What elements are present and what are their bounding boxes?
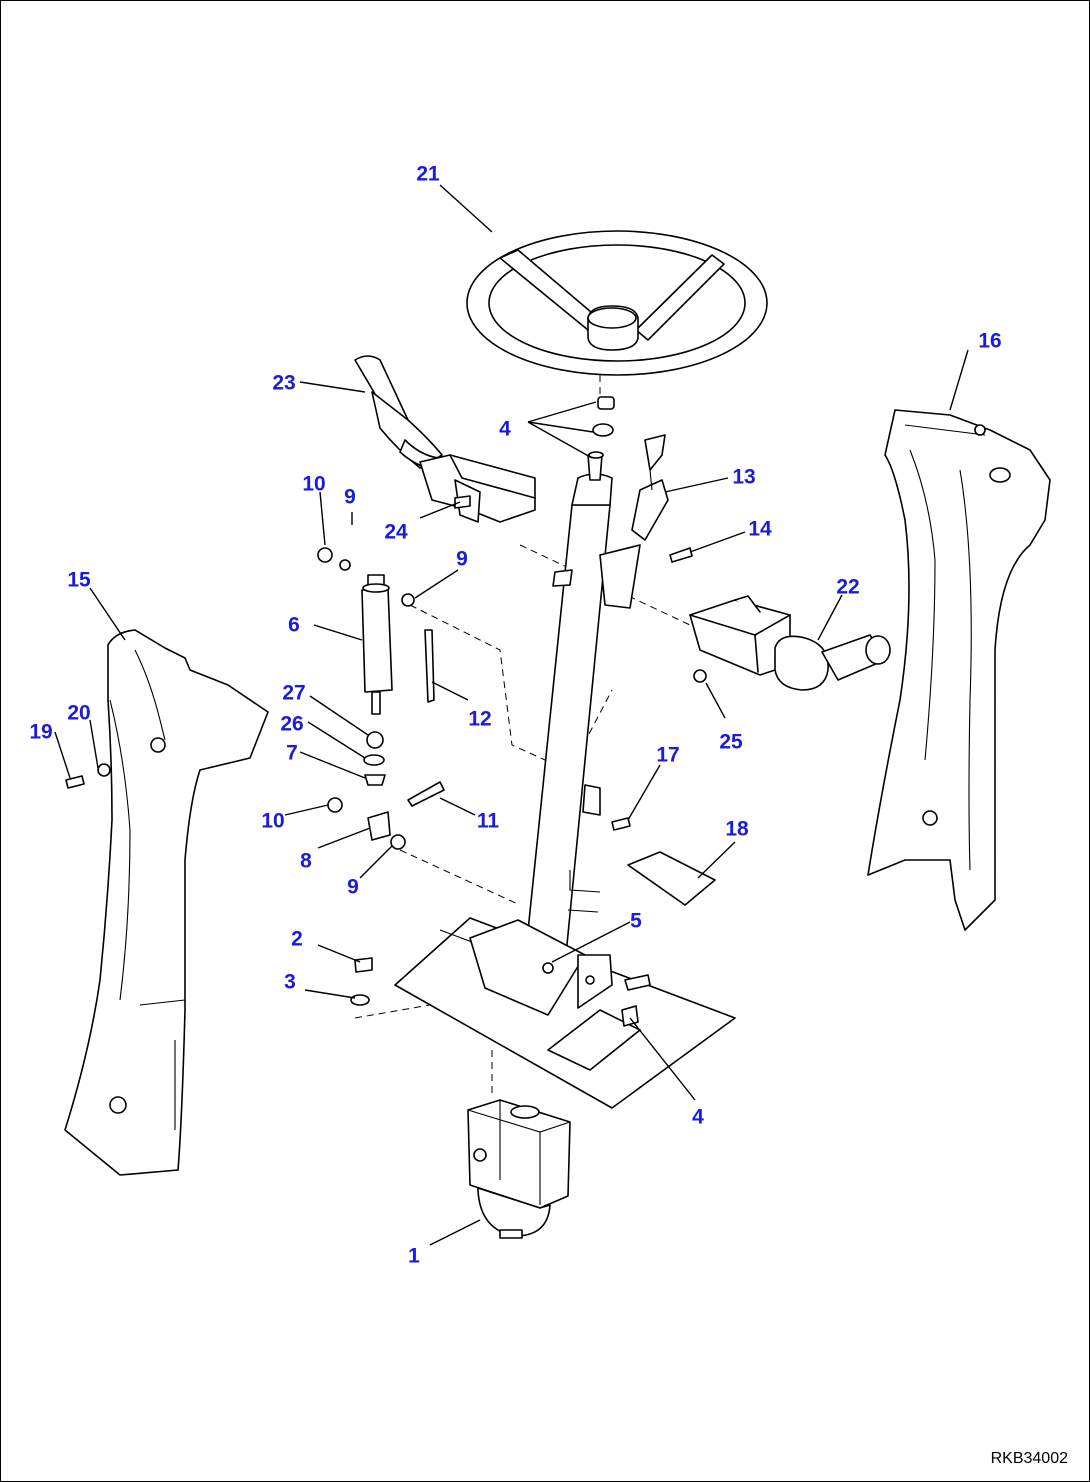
bolt-2	[354, 957, 373, 973]
callout-6: 6	[288, 614, 300, 637]
steering-column	[524, 451, 641, 966]
small-hardware	[65, 396, 716, 1027]
callout-24: 24	[384, 521, 408, 544]
callout-13: 13	[732, 466, 755, 489]
washer-20	[97, 763, 111, 777]
callout-16: 16	[978, 330, 1001, 353]
callout-27: 27	[282, 682, 305, 705]
nut-27	[366, 731, 384, 749]
callout-23: 23	[272, 372, 295, 395]
callout-26: 26	[280, 713, 303, 736]
callout-7: 7	[286, 742, 298, 765]
drawing-code: RKB34002	[990, 1450, 1068, 1467]
washer-9-lower	[390, 834, 406, 850]
bracket-8	[367, 811, 391, 841]
bolt-19	[65, 775, 85, 789]
bolt-4-lower	[621, 1005, 639, 1027]
callout-8: 8	[300, 850, 312, 873]
gas-spring	[361, 574, 393, 715]
pin-11	[407, 781, 445, 807]
plate-18	[627, 851, 716, 906]
callout-10: 10	[261, 810, 284, 833]
callout-4: 4	[692, 1106, 704, 1129]
washer-9-mid	[401, 593, 415, 607]
steering-valve	[467, 1099, 571, 1239]
rod-12	[424, 629, 435, 703]
clip-7	[364, 774, 386, 786]
washer-26	[363, 754, 385, 766]
washer-3	[350, 994, 370, 1006]
connector-14	[669, 547, 693, 563]
callout-14: 14	[748, 518, 772, 541]
base-plate	[394, 917, 736, 1109]
callout-3: 3	[284, 971, 296, 994]
callout-25: 25	[719, 731, 743, 754]
callout-9: 9	[347, 876, 359, 899]
steering-wheel	[466, 230, 768, 376]
leader-lines	[54, 184, 969, 1246]
washer-4	[592, 423, 614, 437]
callout-21: 21	[416, 163, 440, 186]
right-cover	[867, 409, 1051, 931]
left-lever-switch	[354, 355, 536, 523]
callout-1: 1	[408, 1245, 420, 1268]
callout-19: 19	[29, 721, 52, 744]
nut-25	[693, 669, 707, 683]
left-cover	[64, 629, 269, 1176]
callout-5: 5	[630, 910, 642, 933]
callout-12: 12	[468, 708, 491, 731]
nut-10-lower	[327, 797, 343, 813]
bracket-13	[631, 434, 669, 541]
right-lever-switch	[689, 595, 891, 691]
washer-9-upper	[339, 559, 351, 571]
callout-22: 22	[836, 576, 859, 599]
callout-18: 18	[725, 818, 749, 841]
bolt-17	[611, 817, 631, 831]
callout-4: 4	[499, 418, 511, 441]
nut-4	[597, 396, 615, 410]
callout-17: 17	[656, 744, 679, 767]
callout-9: 9	[344, 486, 356, 509]
callout-20: 20	[67, 702, 90, 725]
nut-10-upper	[317, 547, 333, 563]
callout-15: 15	[67, 569, 91, 592]
callout-2: 2	[291, 928, 303, 951]
callout-10: 10	[302, 473, 325, 496]
callout-9: 9	[456, 548, 468, 571]
callout-11: 11	[477, 810, 500, 833]
